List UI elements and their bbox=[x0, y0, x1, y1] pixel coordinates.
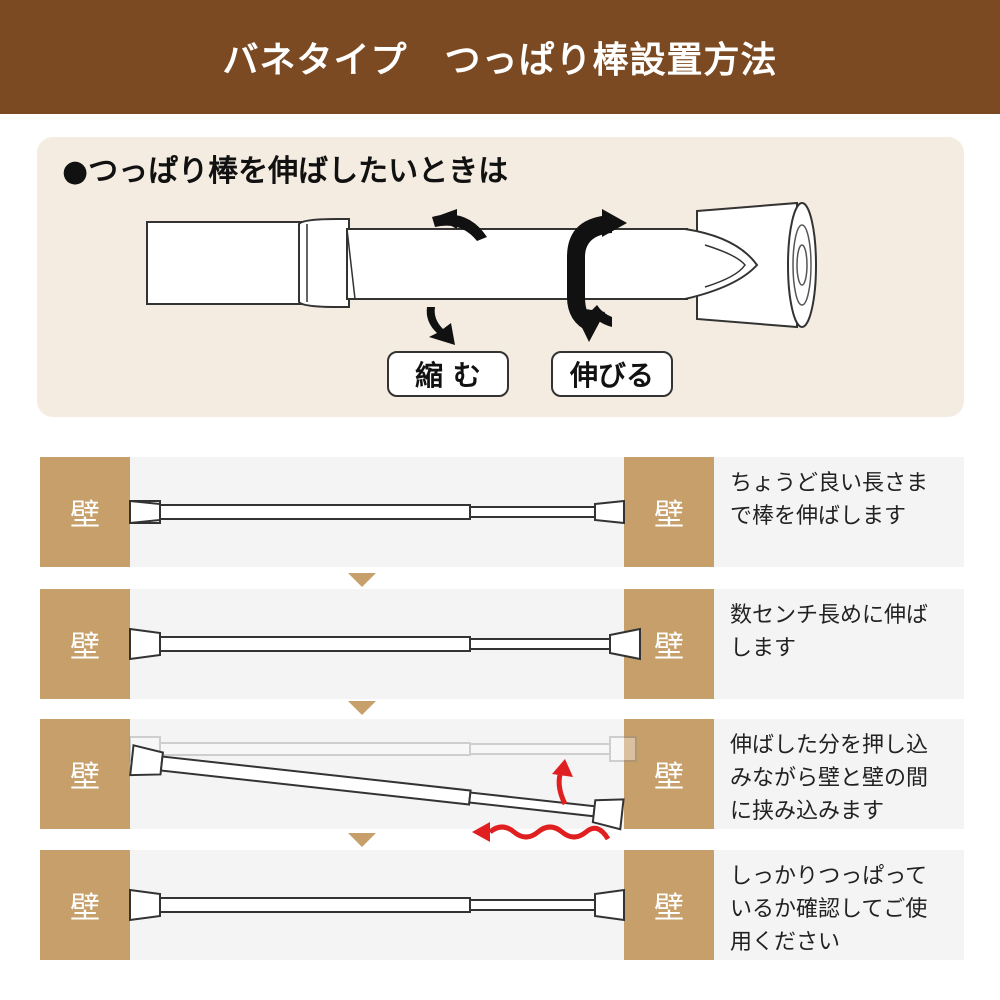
page-title: バネタイプ つっぱり棒設置方法 bbox=[222, 40, 778, 81]
extend-label: 伸びる bbox=[551, 351, 673, 397]
step-2-left-wall: 壁 bbox=[40, 589, 130, 699]
step-4-left-wall: 壁 bbox=[40, 850, 130, 960]
step-4-right-wall: 壁 bbox=[624, 850, 714, 960]
rod-sleeve bbox=[298, 218, 350, 308]
rod-rotation-illustration bbox=[146, 201, 817, 345]
step-1-right-wall: 壁 bbox=[624, 457, 714, 567]
push-left-wavy-arrow-icon bbox=[472, 822, 611, 842]
step-1-rod bbox=[129, 499, 625, 525]
step-down-triangle-icon bbox=[348, 833, 376, 847]
push-up-arrow-icon bbox=[552, 759, 573, 806]
step-1-left-wall: 壁 bbox=[40, 457, 130, 567]
step-down-triangle-icon bbox=[348, 701, 376, 715]
page-header: バネタイプ つっぱり棒設置方法 bbox=[0, 0, 1000, 114]
step-down-triangle-icon bbox=[348, 573, 376, 587]
step-3-rod bbox=[129, 736, 637, 842]
step-3-left-wall: 壁 bbox=[40, 719, 130, 829]
step-4-description: しっかりつっぱって いるか確認してご使 用ください bbox=[730, 864, 928, 955]
extend-instruction-title: ●つっぱり棒を伸ばしたいときは bbox=[62, 154, 509, 189]
shrink-label: 縮 む bbox=[387, 351, 509, 397]
step-3-right-wall: 壁 bbox=[624, 719, 714, 829]
rotate-left-arrow-icon bbox=[426, 209, 487, 345]
rod-outer-tube bbox=[346, 228, 688, 300]
step-2-description: 数センチ長めに伸ば します bbox=[730, 603, 929, 661]
step-4-rod bbox=[129, 888, 625, 922]
step-3-description: 伸ばした分を押し込 みながら壁と壁の間 に挟み込みます bbox=[730, 733, 929, 824]
step-2-rod bbox=[129, 627, 641, 661]
step-1-description: ちょうど良い長さま で棒を伸ばします bbox=[730, 471, 929, 529]
rotate-right-arrow-icon bbox=[567, 209, 627, 342]
